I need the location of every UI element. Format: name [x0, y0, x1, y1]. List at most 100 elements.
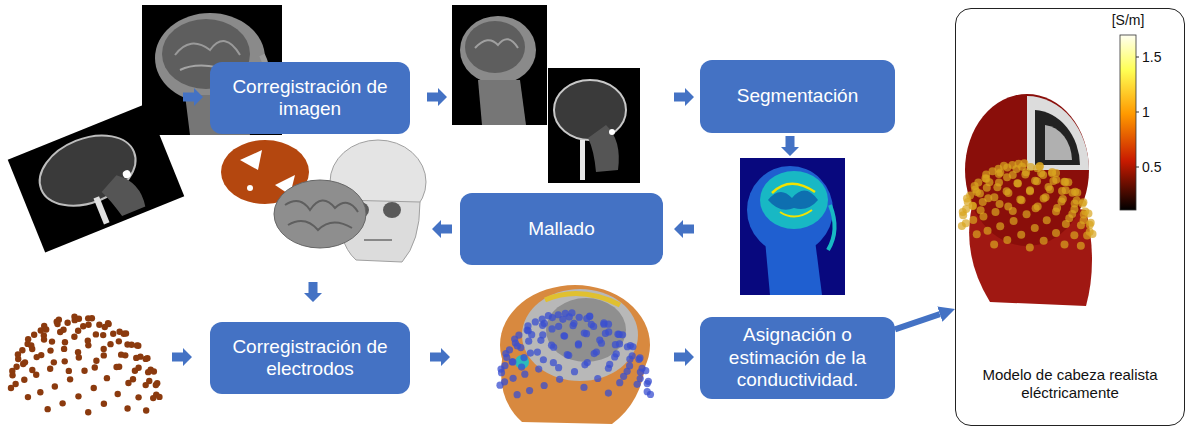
electrode-dot	[596, 337, 603, 344]
flow-arrow	[781, 136, 799, 156]
electrode-dot	[62, 358, 68, 364]
electrode-dot	[525, 327, 532, 334]
electrode-dot	[76, 316, 82, 322]
electrode-dot	[75, 393, 81, 399]
electrode-dot	[576, 314, 583, 321]
electrode-dot	[1031, 224, 1039, 232]
electrode-dot	[605, 328, 612, 335]
ct-scan	[554, 80, 626, 140]
electrode-dot	[974, 179, 982, 187]
head-with-electrodes	[522, 289, 638, 381]
electrode-dot	[540, 356, 547, 363]
electrode-dot	[1026, 187, 1034, 195]
mri-scan	[175, 41, 240, 55]
electrode-dot	[104, 375, 110, 381]
electrode-dot	[1068, 189, 1076, 197]
electrode-dot	[21, 377, 27, 383]
scalp-mesh	[240, 150, 262, 170]
flow-arrow	[432, 220, 452, 238]
electrode-dot	[128, 342, 134, 348]
electrode-dot	[1077, 242, 1085, 250]
electrode-dots	[958, 159, 1097, 251]
electrode-dot	[22, 359, 28, 365]
electrode-dot	[590, 323, 597, 330]
electrode-dot	[1040, 237, 1048, 245]
electrode-dot	[89, 315, 95, 321]
electrode-dot	[133, 355, 139, 361]
electrode-dot	[31, 332, 37, 338]
electrode-dot	[151, 368, 157, 374]
electrode-dot	[548, 342, 555, 349]
electrode-dot	[116, 338, 122, 344]
electrode-dot	[555, 364, 562, 371]
electrode-dot	[1003, 187, 1011, 195]
electrode-dot	[124, 405, 130, 411]
electrode-dot	[25, 336, 31, 342]
electrode-dot	[991, 208, 999, 216]
electrode-dot	[984, 227, 992, 235]
electrode-dot	[1026, 244, 1034, 252]
electrode-dot	[156, 394, 162, 400]
head-with-electrodes	[496, 285, 654, 424]
colorbar	[1136, 57, 1139, 167]
electrode-dot	[1023, 210, 1031, 218]
electrode-dot	[37, 389, 43, 395]
electrode-dot	[996, 222, 1004, 230]
electrode-dot	[52, 383, 58, 389]
electrode-dot	[575, 341, 582, 348]
electrode-dot	[532, 318, 539, 325]
scalp-mesh	[247, 185, 253, 191]
electrode-dot	[501, 362, 508, 369]
flow-arrow	[430, 348, 450, 366]
electrode-dot	[637, 368, 644, 375]
electrode-dot	[13, 364, 19, 370]
electrode-dot	[1045, 183, 1053, 191]
flow-arrow	[674, 220, 694, 238]
electrode-dot	[539, 331, 546, 338]
electrode-dot	[539, 315, 546, 322]
flow-arrow	[183, 88, 203, 106]
ct-scan	[93, 196, 109, 224]
flow-arrow	[674, 348, 694, 366]
colorbar	[1120, 35, 1139, 210]
electrode-dot	[142, 382, 148, 388]
box-label: Corregistración de electrodos	[210, 336, 410, 381]
electrode-dot	[979, 213, 987, 221]
tick-label: 1	[1142, 105, 1150, 119]
electrode-dot	[995, 178, 1003, 186]
ct-scan	[588, 125, 619, 172]
electrode-dot	[143, 407, 149, 413]
box-label: Asignación o estimación de la conductivi…	[700, 324, 895, 391]
electrode-dot	[564, 351, 571, 358]
electrode-dot	[1003, 236, 1011, 244]
electrode-dot	[64, 320, 70, 326]
electrode-dot	[1009, 171, 1017, 179]
electrode-dot	[644, 380, 651, 387]
electrode-dot	[539, 322, 546, 329]
electrode-dot	[616, 331, 623, 338]
electrode-dot	[995, 170, 1003, 178]
box-label: Mallado	[520, 218, 603, 240]
electrode-dot	[990, 241, 998, 249]
electrode-dot	[76, 354, 82, 360]
segmentation-image	[772, 184, 815, 193]
electrode-dot	[983, 184, 991, 192]
electrode-dot	[44, 406, 50, 412]
electrode-dot	[150, 395, 156, 401]
electrode-dot	[47, 347, 53, 353]
electrode-dot	[561, 332, 568, 339]
electrode-dot	[1016, 196, 1024, 204]
electrode-dot	[85, 322, 91, 328]
brain-mesh	[288, 221, 352, 230]
skull-mesh	[383, 202, 401, 218]
electrode-dot	[580, 384, 587, 391]
electrode-dot	[605, 389, 612, 396]
box-label: Corregistración de imagen	[210, 76, 410, 121]
process-box: Segmentación	[700, 60, 895, 133]
segmentation-image	[740, 158, 845, 295]
electrode-dot	[1031, 177, 1039, 185]
electrode-dot	[28, 342, 34, 348]
electrode-dot	[1083, 232, 1091, 240]
electrode-dot	[43, 326, 49, 332]
ct-scan	[580, 140, 585, 180]
